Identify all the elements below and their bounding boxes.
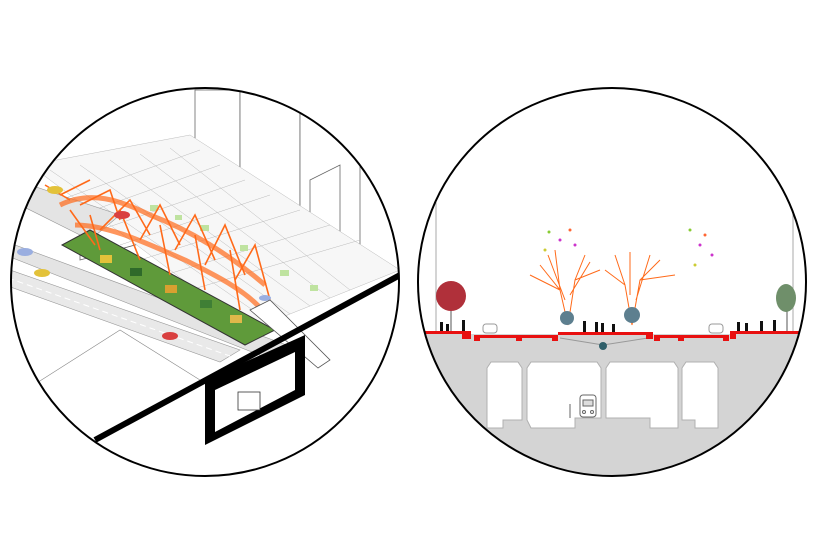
street-surface: [418, 331, 806, 341]
orange-trees-section: [529, 249, 676, 326]
subway-cutaway: [205, 335, 305, 445]
section-view: [418, 120, 806, 476]
cars-section: [482, 323, 724, 334]
street-edge: [93, 272, 399, 443]
axonometric-view: [11, 89, 399, 445]
subway-tunnels: [486, 361, 719, 429]
green-tree: [776, 284, 796, 331]
shrub: [624, 307, 640, 323]
orange-tree-canopy: [44, 179, 271, 312]
cars: [17, 186, 271, 340]
axonometric-circle-frame: [10, 87, 400, 477]
median-tiles: [100, 255, 242, 323]
birds: [543, 228, 714, 267]
people-silhouettes: [440, 320, 776, 332]
shrub: [560, 311, 574, 325]
drain-icon: [599, 342, 607, 350]
section-circle-frame: [417, 87, 807, 477]
subway-train-icon: [579, 394, 597, 418]
planting-patches: [150, 205, 318, 291]
red-tree: [436, 281, 466, 331]
